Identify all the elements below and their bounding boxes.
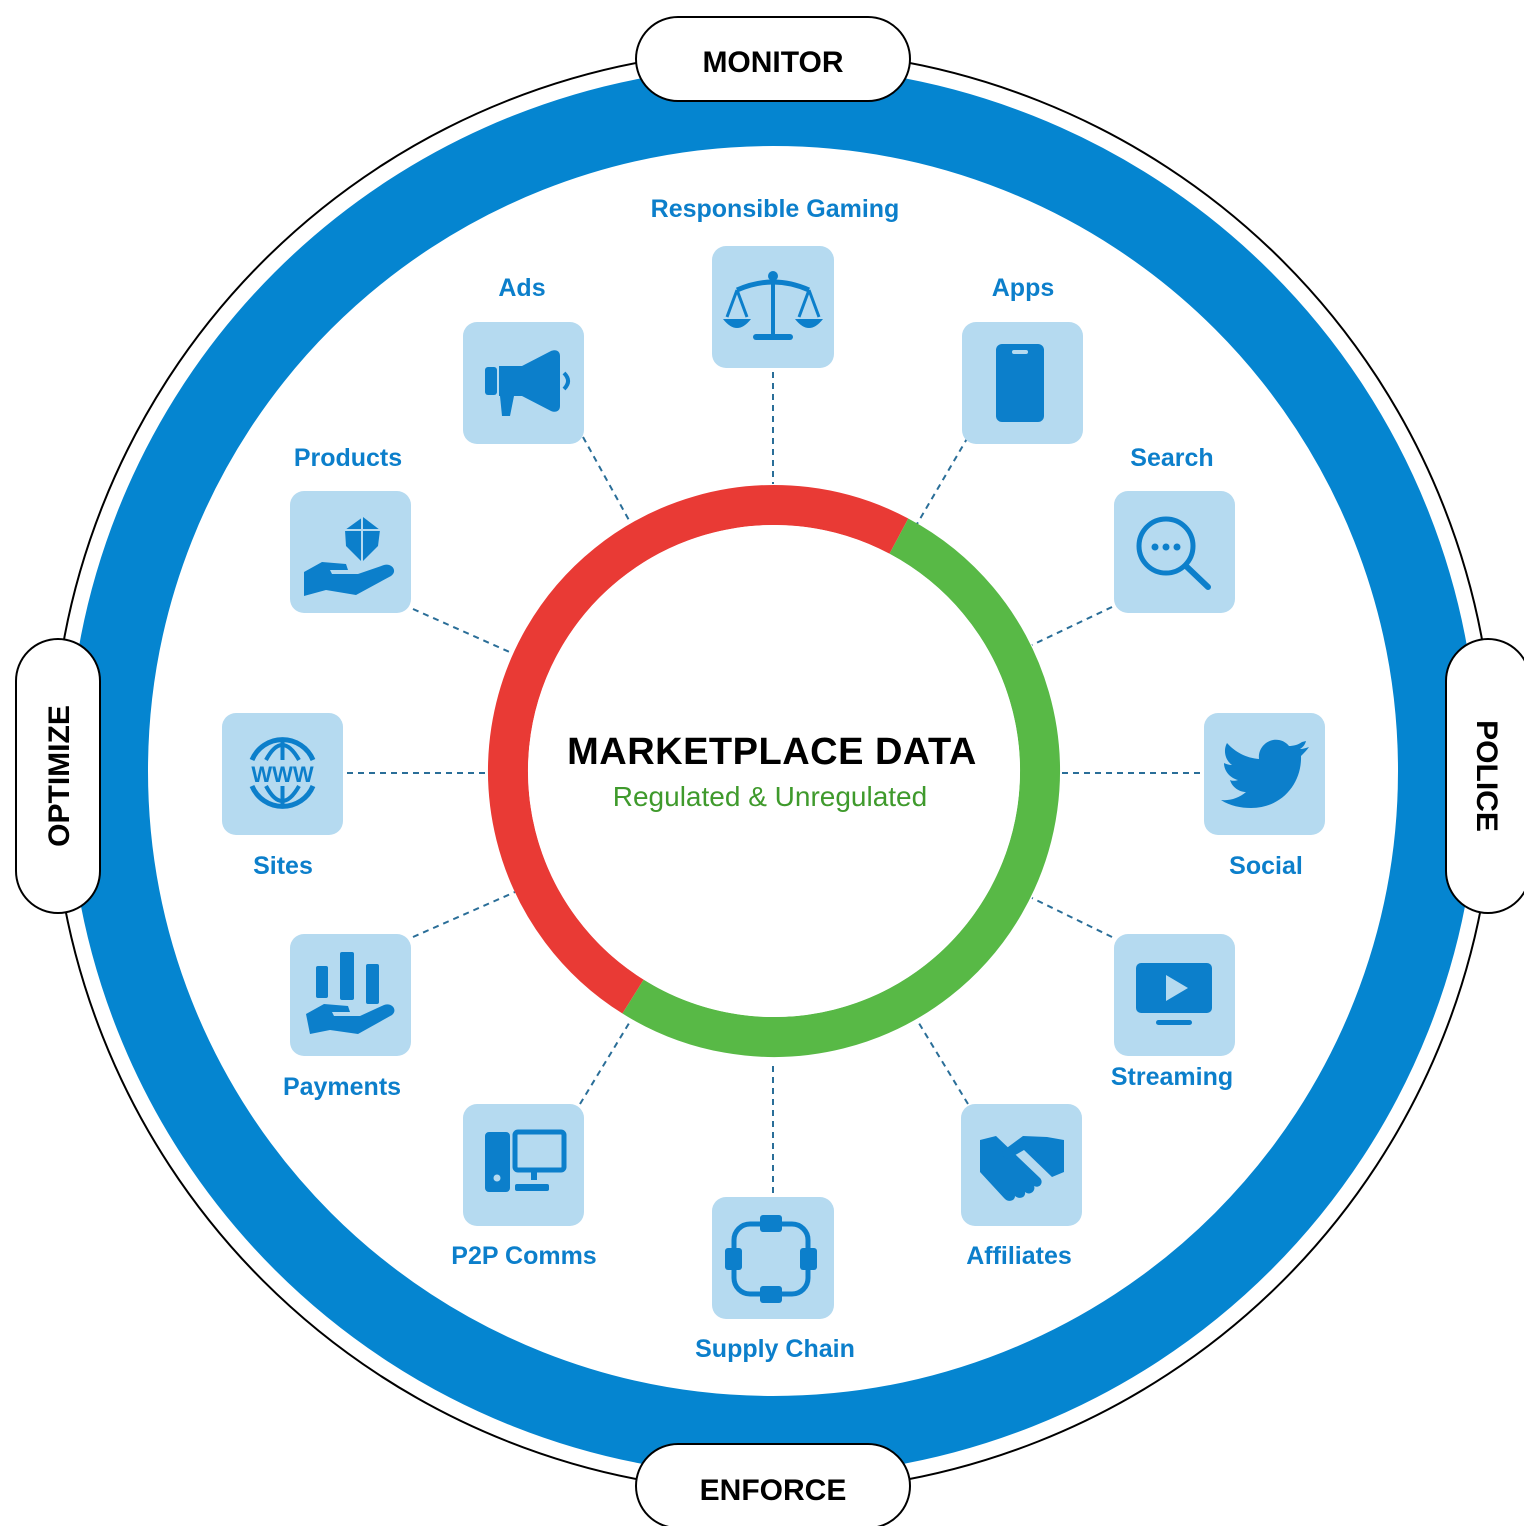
- cycle-stage-police: POLICE: [1445, 638, 1524, 914]
- connector-line-p2p-comms: [579, 1019, 632, 1105]
- tile-sites: [222, 713, 343, 835]
- computer-icon: [485, 1129, 567, 1192]
- node-search: [1114, 491, 1235, 613]
- node-supply-chain: [712, 1197, 834, 1319]
- node-ads: [463, 322, 584, 444]
- label-responsible-gaming: Responsible Gaming: [651, 195, 900, 223]
- www-globe-icon: WWW: [249, 737, 316, 809]
- connector-line-products: [412, 608, 515, 655]
- node-p2p-comms: [463, 1104, 584, 1226]
- label-products: Products: [294, 444, 402, 472]
- label-payments: Payments: [283, 1073, 401, 1101]
- regulated-arc: [622, 518, 1060, 1057]
- center-donut: MARKETPLACE DATA Regulated & Unregulated: [488, 485, 1060, 1057]
- label-ads: Ads: [498, 274, 545, 302]
- label-streaming: Streaming: [1111, 1063, 1233, 1091]
- search-icon: [1136, 516, 1211, 590]
- node-affiliates: [961, 1104, 1082, 1226]
- cycle-stage-optimize: OPTIMIZE: [15, 638, 101, 914]
- scales-icon: [723, 271, 823, 340]
- blue-cycle-ring: [68, 66, 1478, 1476]
- cycle-stage-enforce: ENFORCE: [635, 1443, 911, 1526]
- cycle-label-monitor: MONITOR: [702, 46, 843, 79]
- tile-search: [1114, 491, 1235, 613]
- hand-chart-icon: [306, 952, 395, 1034]
- center-disc: [528, 525, 1020, 1017]
- supply-chain-icon: [725, 1215, 817, 1303]
- cycle-label-police: POLICE: [1470, 720, 1503, 832]
- twitter-bird-icon: [1221, 739, 1309, 808]
- label-apps: Apps: [992, 274, 1055, 302]
- node-streaming: [1114, 934, 1235, 1056]
- connector-line-streaming: [1031, 897, 1113, 938]
- video-play-icon: [1136, 963, 1212, 1025]
- connector-line-affiliates: [916, 1019, 969, 1105]
- connector-lines: [347, 372, 1200, 1193]
- handshake-icon: [980, 1136, 1064, 1201]
- connector-line-payments: [412, 891, 516, 938]
- label-sites: Sites: [253, 852, 313, 880]
- node-apps: [962, 322, 1083, 444]
- smartphone-icon: [996, 344, 1044, 422]
- hand-diamond-icon: [304, 517, 395, 596]
- label-p2p-comms: P2P Comms: [451, 1242, 596, 1270]
- cycle-label-optimize: OPTIMIZE: [43, 705, 76, 847]
- node-labels: Responsible Gaming Apps Search Social St…: [253, 195, 1303, 1363]
- label-search: Search: [1130, 444, 1213, 472]
- cycle-label-enforce: ENFORCE: [700, 1474, 847, 1507]
- label-affiliates: Affiliates: [966, 1242, 1072, 1270]
- node-sites: WWW: [222, 713, 343, 835]
- connector-line-search: [1031, 606, 1113, 646]
- connector-line-apps: [916, 436, 969, 525]
- center-title: MARKETPLACE DATA: [567, 731, 977, 773]
- node-responsible-gaming: [712, 246, 834, 368]
- www-text-mark: WWW: [251, 762, 314, 787]
- connector-line-ads: [582, 436, 631, 523]
- unregulated-arc: [488, 485, 909, 1014]
- label-supply-chain: Supply Chain: [695, 1335, 855, 1363]
- label-social: Social: [1229, 852, 1303, 880]
- node-payments: [290, 934, 411, 1056]
- megaphone-icon: [485, 350, 570, 416]
- cycle-stage-monitor: MONITOR: [635, 16, 911, 102]
- center-subtitle: Regulated & Unregulated: [613, 781, 927, 812]
- node-products: [290, 491, 411, 613]
- node-social: [1204, 713, 1325, 835]
